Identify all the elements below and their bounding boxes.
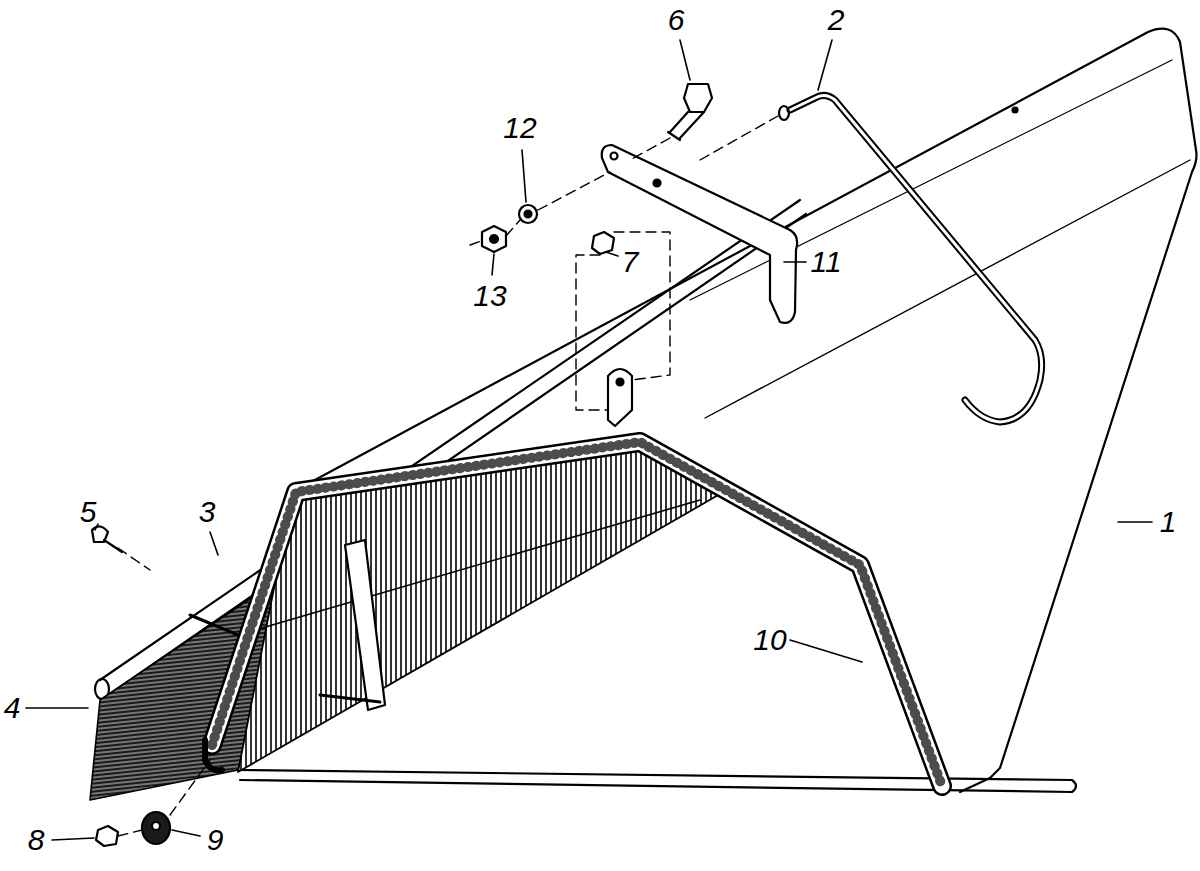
leader-line xyxy=(790,640,862,662)
bolt xyxy=(592,232,614,254)
frame-foot xyxy=(205,740,222,770)
assembly-line xyxy=(630,116,778,160)
bracket xyxy=(602,145,797,323)
leader-line xyxy=(172,830,200,836)
rod-end xyxy=(779,106,789,120)
leader-line xyxy=(492,254,494,275)
inner-edge xyxy=(262,500,700,628)
leader-line xyxy=(210,532,218,555)
assembly-line xyxy=(576,232,670,410)
callout-number: 3 xyxy=(199,497,216,527)
washer xyxy=(519,205,537,223)
frame-speckle xyxy=(212,442,942,786)
callout-number: 4 xyxy=(4,693,21,723)
side-panel xyxy=(300,29,1197,792)
leader-line xyxy=(1118,521,1152,523)
rod-inner xyxy=(790,95,1042,422)
callout-number: 13 xyxy=(473,281,506,311)
rod xyxy=(790,95,1042,422)
bracket-hole xyxy=(611,153,618,160)
bush xyxy=(142,812,170,844)
panel-hole xyxy=(1013,108,1018,113)
washer-hole xyxy=(525,211,532,218)
callout-number: 5 xyxy=(80,497,97,527)
pin xyxy=(320,695,380,702)
assembly-line xyxy=(118,548,150,570)
bracket-hole xyxy=(654,180,661,187)
leader-line xyxy=(26,707,88,709)
callout-number: 1 xyxy=(1160,507,1177,537)
leader-line xyxy=(680,40,690,80)
leader-line xyxy=(522,150,526,202)
screw xyxy=(92,526,108,542)
frame-tube xyxy=(212,442,942,786)
screw-shank xyxy=(668,112,704,140)
callout-number: 6 xyxy=(668,5,685,35)
leader-line xyxy=(52,838,94,840)
callout-number: 9 xyxy=(207,825,224,855)
bolt xyxy=(96,826,118,846)
callout-number: 8 xyxy=(28,825,45,855)
assembly-line xyxy=(118,760,210,836)
screw-shank xyxy=(104,540,122,552)
leader-line xyxy=(784,261,806,263)
callout-number: 10 xyxy=(753,625,786,655)
frame-tube-inner xyxy=(212,442,942,786)
nut-hole xyxy=(490,235,498,243)
screw xyxy=(684,84,712,112)
bush-hole xyxy=(152,822,160,830)
callout-number: 2 xyxy=(828,5,845,35)
leader-line xyxy=(606,252,618,256)
callout-number: 11 xyxy=(810,247,841,277)
callout-number: 12 xyxy=(503,113,536,143)
mount xyxy=(608,369,632,426)
nut xyxy=(482,226,506,252)
callout-number: 7 xyxy=(622,247,639,277)
leader-line xyxy=(818,40,832,90)
brace xyxy=(345,540,385,710)
assembly-line xyxy=(470,172,610,245)
panel-fold xyxy=(690,60,1172,300)
mount-hole xyxy=(617,379,624,386)
